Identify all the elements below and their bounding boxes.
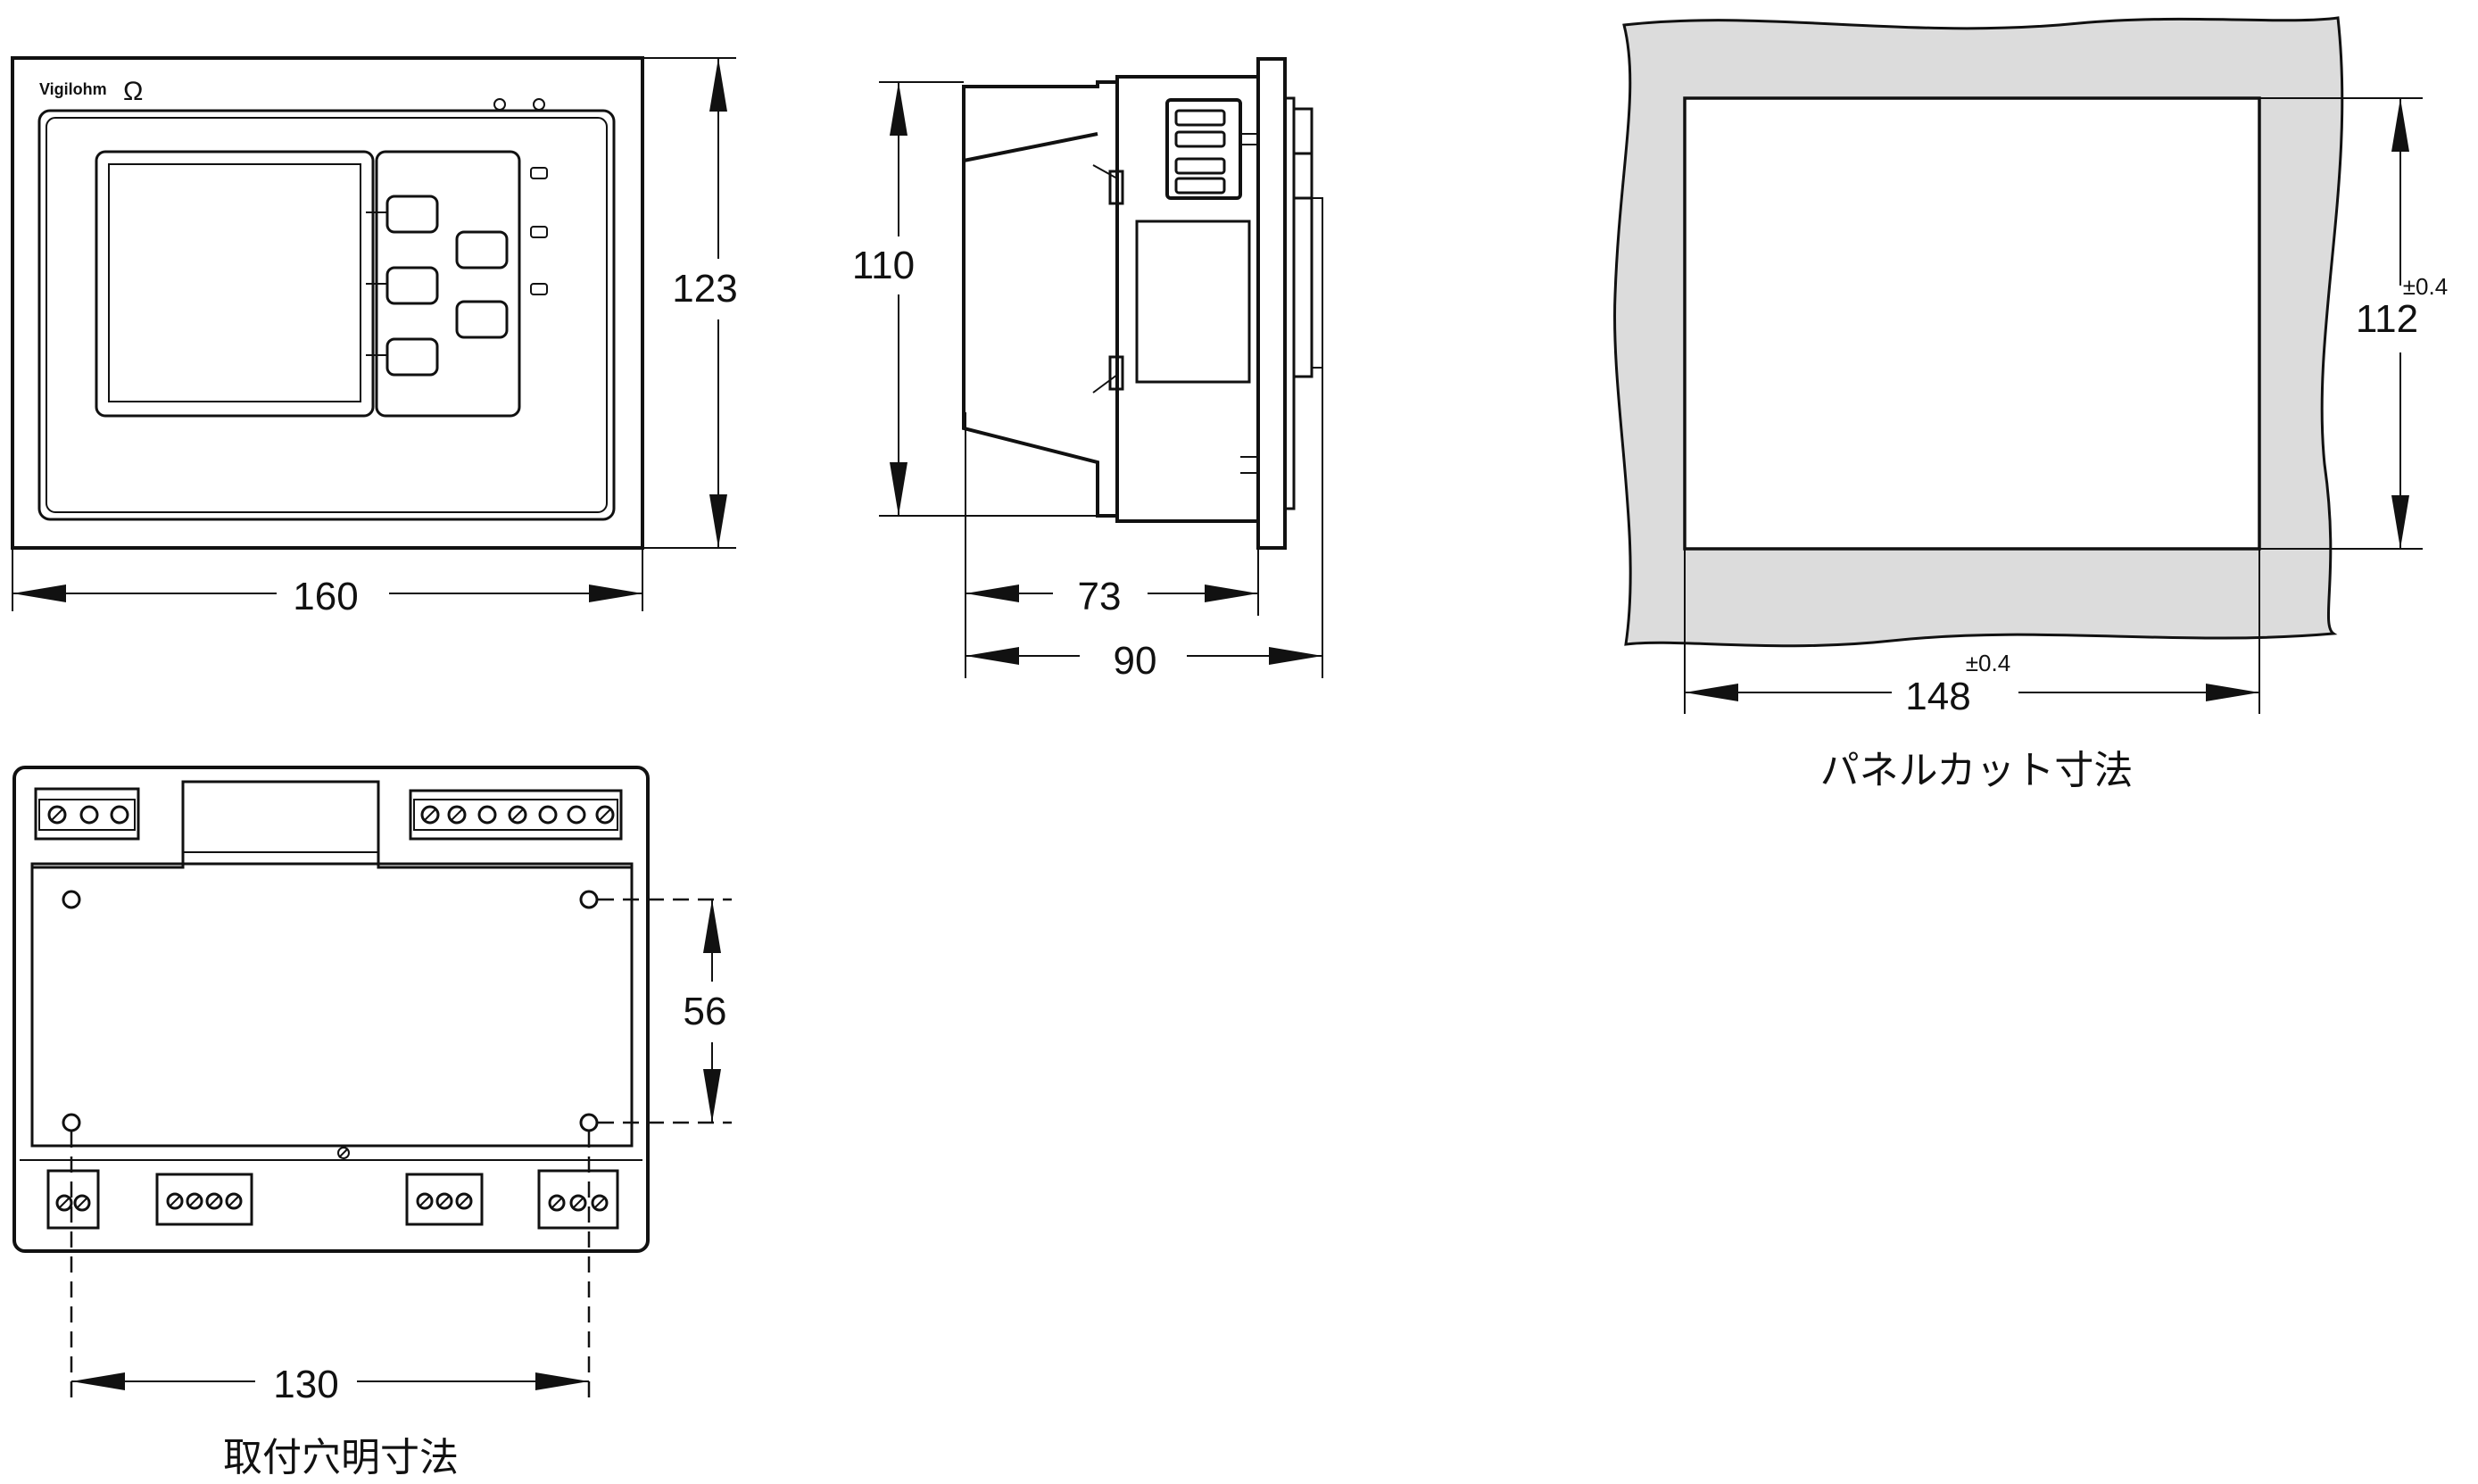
front-view: Vigilohm Ω 160 123 (11, 56, 738, 618)
key-button (455, 230, 509, 269)
cutout-caption: パネルカット寸法 (1820, 748, 2134, 793)
terminal-block (34, 787, 140, 841)
hole-spacing-height-label: 56 (684, 990, 727, 1033)
brand-name: Vigilohm (39, 80, 107, 98)
panel-cutout-view: 112 ±0.4 148 ±0.4 パネルカット寸法 (1613, 16, 2448, 793)
terminal-block (409, 789, 623, 841)
mounting-hole (62, 1113, 81, 1132)
cutout-width-label: 148 (1905, 675, 1970, 718)
keypad (375, 150, 521, 418)
hole-spacing-width-label: 130 (273, 1363, 338, 1406)
key-button (385, 266, 439, 305)
side-overall-depth-label: 90 (1114, 639, 1157, 683)
display-screen (108, 163, 361, 402)
status-led (530, 283, 548, 295)
terminal-block (537, 1169, 619, 1230)
key-button (455, 300, 509, 339)
terminal-block (405, 1173, 484, 1226)
indicator-led (493, 98, 506, 111)
front-height-label: 123 (672, 267, 737, 311)
status-led (530, 226, 548, 238)
indicator-led (533, 98, 545, 111)
cutout-height-tolerance: ±0.4 (2403, 273, 2448, 300)
cutout-height-label: 112 (2356, 297, 2418, 341)
terminal-block (46, 1169, 100, 1230)
mounting-caption: 取付穴明寸法 (223, 1435, 459, 1480)
omega-logo-icon: Ω (123, 77, 143, 106)
status-led (530, 167, 548, 179)
mounting-hole (579, 1113, 599, 1132)
side-height-label: 110 (852, 244, 915, 287)
terminal-block (155, 1173, 253, 1226)
mounting-hole (579, 890, 599, 909)
display-window (95, 150, 375, 418)
cutout-width-tolerance: ±0.4 (1966, 650, 2010, 676)
front-width-label: 160 (293, 575, 358, 618)
cutout-opening (1683, 96, 2261, 551)
mounting-hole (62, 890, 81, 909)
key-button (385, 195, 439, 234)
mounting-holes-view: 56 130 取付穴明寸法 (12, 766, 732, 1480)
key-button (385, 337, 439, 377)
side-depth-label: 73 (1078, 575, 1122, 618)
side-view: 110 73 90 (852, 57, 1323, 683)
